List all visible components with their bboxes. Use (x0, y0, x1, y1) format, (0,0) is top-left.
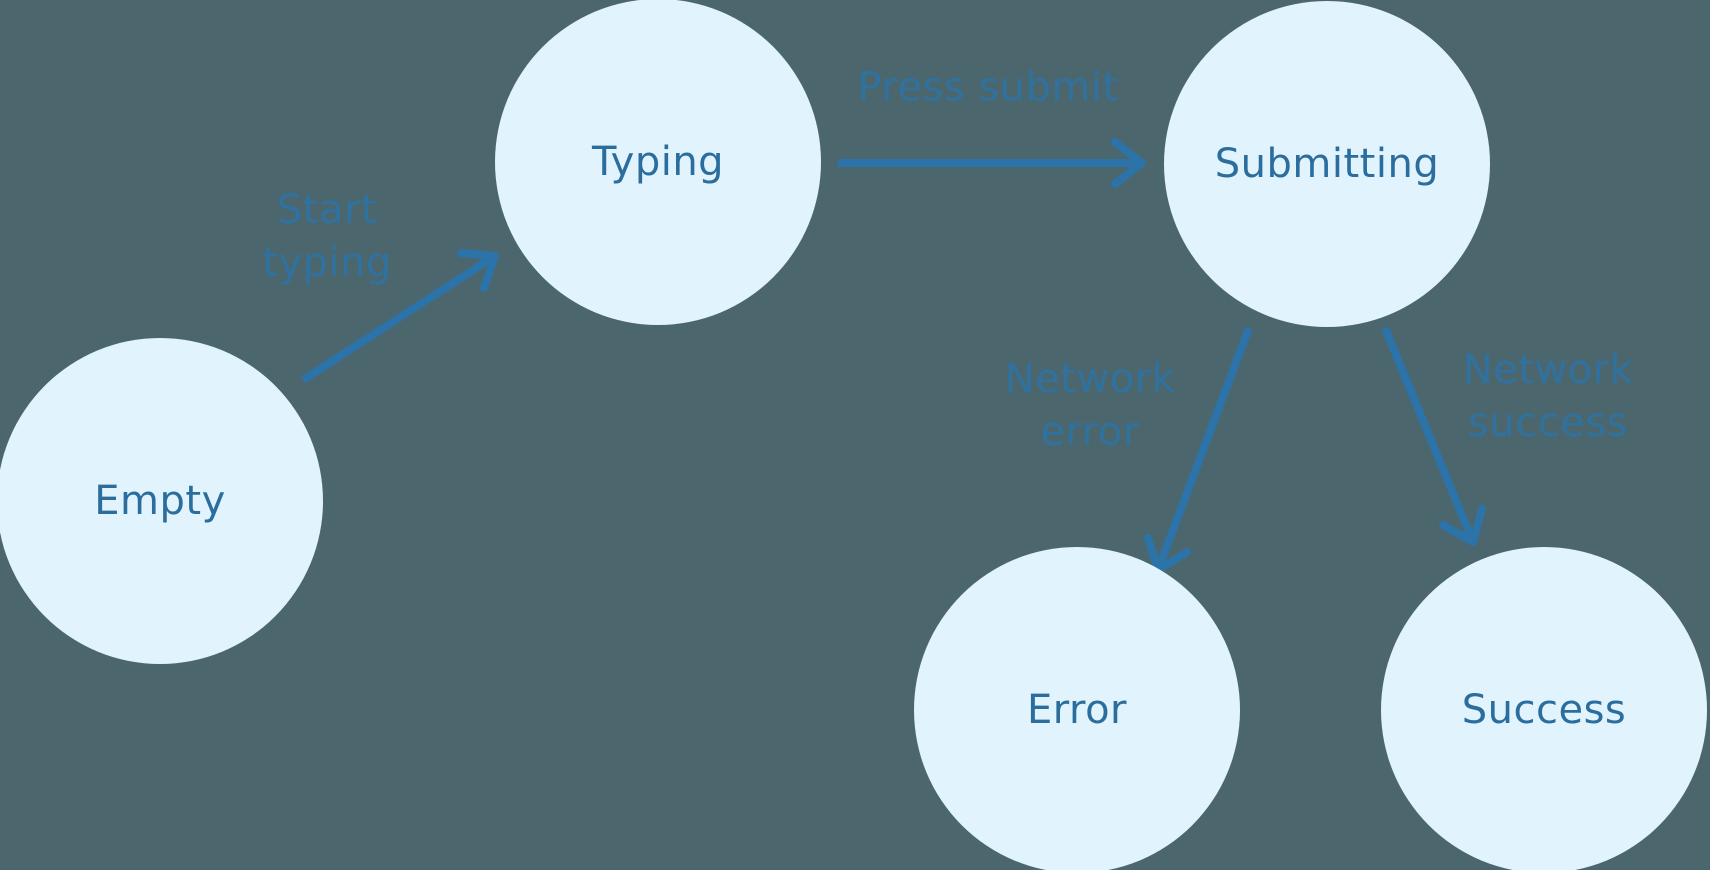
state-node-success: Success (1381, 547, 1707, 870)
state-node-empty: Empty (0, 338, 323, 664)
edge-label-line: typing (262, 240, 392, 286)
state-node-typing: Typing (495, 0, 821, 325)
edge-label-line: Press submit (857, 64, 1119, 111)
arrow-head (457, 249, 499, 292)
arrow-shaft (1381, 326, 1477, 544)
state-label-success: Success (1461, 687, 1627, 733)
state-node-error: Error (914, 547, 1240, 870)
edge-arrow-typing-to-submitting (838, 138, 1146, 188)
arrow-head (1439, 505, 1486, 546)
state-label-typing: Typing (591, 139, 725, 185)
state-label-error: Error (1027, 687, 1127, 733)
edge-label-line: Start (276, 187, 378, 233)
edge-label-line: Network (1462, 347, 1634, 393)
edge-label-network-error: Network error (1005, 353, 1176, 459)
edge-label-line: Network (1004, 356, 1176, 402)
edge-label-network-success: Network success (1463, 344, 1634, 450)
edge-label-press-submit: Press submit (857, 62, 1118, 115)
arrow-head (1144, 534, 1191, 574)
state-label-submitting: Submitting (1214, 141, 1440, 187)
state-node-submitting: Submitting (1164, 1, 1490, 327)
arrow-head (1111, 138, 1146, 188)
state-label-empty: Empty (94, 478, 226, 524)
edge-label-line: success (1468, 400, 1628, 446)
edge-label-start-typing: Start typing (262, 184, 392, 290)
edge-label-line: error (1040, 409, 1140, 455)
